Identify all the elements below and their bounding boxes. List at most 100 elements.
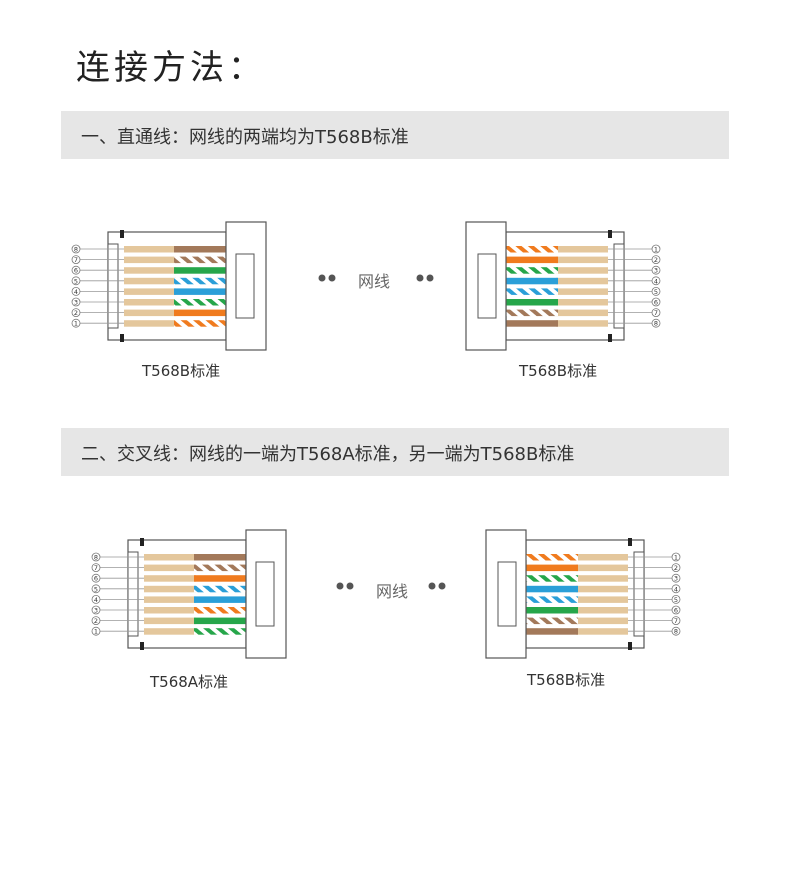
s1-right-contact-1 [556, 246, 608, 253]
s2-left-wire-brown [194, 554, 250, 561]
s1-left-pin-marker-7 [71, 308, 81, 317]
s1-left-contact-4 [124, 277, 176, 285]
s1-right-contact-2 [556, 256, 608, 264]
s2-right-pin-marker-2 [671, 563, 681, 572]
s2-right-pin-number-1: 1 [674, 554, 678, 562]
s1-right-pin-number-6: 6 [654, 299, 658, 307]
s2-left-pin-number-5: 4 [94, 596, 98, 604]
s2-left-wire-green [194, 617, 250, 625]
s2-right-pin-marker-4 [671, 584, 681, 594]
s1-right-pin-number-5: 5 [654, 288, 658, 296]
s2-left-wire-orange [194, 575, 250, 582]
s2-left-contact-2 [144, 564, 196, 572]
section-1-heading: 一、直通线：网线的两端均为T568B标准 [81, 127, 409, 148]
s1-right-pin-number-3: 3 [654, 267, 658, 275]
section-2-heading-bar: 二、交叉线：网线的一端为T568A标准，另一端为T568B标准 [61, 428, 729, 476]
s2-left-contact-8 [144, 628, 196, 635]
s2-left-pin-marker-4 [91, 584, 101, 594]
s1-right-latch [477, 253, 497, 319]
section-2-heading: 二、交叉线：网线的一端为T568A标准，另一端为T568B标准 [81, 444, 575, 465]
s2-left-boot [245, 529, 287, 659]
s1-right-pin-marker-2 [651, 255, 661, 264]
s2-left-contact-5 [144, 596, 196, 603]
s2-right-contact-1 [576, 554, 628, 561]
s1-right-pin-marker-1 [651, 244, 661, 254]
s1-right-pin-number-4: 4 [654, 277, 658, 285]
s2-right-wire-brown [522, 628, 578, 635]
s2-left-pin-marker-6 [91, 605, 101, 615]
s2-right-contact-top [628, 538, 632, 546]
s1-left-plug-nose [107, 243, 119, 329]
s2-right-pin-number-6: 6 [674, 607, 678, 615]
s1-right-wire-green [502, 299, 558, 306]
s1-right-pin-marker-6 [651, 297, 661, 307]
s2-left-latch [255, 561, 275, 627]
s2-right-wire-white-green [522, 575, 578, 582]
s2-left-pin-marker-8 [91, 626, 101, 636]
s1-left-pin-number-5: 4 [74, 288, 78, 296]
s2-right-pin-number-3: 3 [674, 575, 678, 583]
s2-right-contact-2 [576, 564, 628, 572]
s1-left-pin-marker-2 [71, 255, 81, 264]
s2-right-wire-orange [522, 564, 578, 572]
s2-left-pin-number-1: 8 [94, 554, 98, 562]
s1-left-pin-number-3: 6 [74, 267, 78, 275]
s2-right-pin-number-5: 5 [674, 596, 678, 604]
s2-left-pin-number-8: 1 [94, 628, 98, 636]
s1-left-pin-marker-8 [71, 318, 81, 328]
section-1-heading-bar: 一、直通线：网线的两端均为T568B标准 [61, 111, 729, 159]
s2-right-wire-white-blue [522, 596, 578, 603]
s1-right-pin-marker-4 [651, 276, 661, 286]
s1-left-pin-number-6: 3 [74, 299, 78, 307]
s2-left-wire-white-brown [194, 564, 250, 572]
s1-left-wire-white-orange [174, 320, 230, 327]
s1-left-contact-1 [124, 246, 176, 253]
s2-left-wire-blue [194, 596, 250, 603]
s1-right-pin-number-8: 8 [654, 320, 658, 328]
s1-right-contact-3 [556, 267, 608, 274]
s2-right-contact-6 [576, 607, 628, 614]
s2-left-wire-white-orange [194, 607, 250, 614]
s1-left-wire-blue [174, 288, 230, 295]
s2-left-pin-number-3: 6 [94, 575, 98, 583]
s1-right-contact-8 [556, 320, 608, 327]
s2-left-pin-number-4: 5 [94, 585, 98, 593]
s1-left-contact-3 [124, 267, 176, 274]
s2-right-pin-number-4: 4 [674, 585, 678, 593]
s2-left-pin-marker-5 [91, 595, 101, 604]
s2-left-contact-6 [144, 607, 196, 614]
section-2-center-dots [336, 582, 446, 590]
s2-right-wire-blue [522, 585, 578, 593]
s1-right-pin-marker-5 [651, 287, 661, 296]
s2-right-pin-marker-5 [671, 595, 681, 604]
s2-right-pin-number-2: 2 [674, 564, 678, 572]
section-2-center-label: 网线 [376, 582, 409, 601]
section-2-left-label: T568A标准 [150, 673, 229, 691]
section-1-center-dots [318, 274, 434, 282]
s1-right-contact-top [608, 230, 612, 238]
s2-left-wire-white-blue [194, 585, 250, 593]
s1-left-contact-bottom [120, 334, 124, 342]
s2-right-pin-number-7: 7 [674, 617, 678, 625]
s2-right-contact-5 [576, 596, 628, 603]
s2-right-latch [497, 561, 517, 627]
s2-right-contact-8 [576, 628, 628, 635]
s1-left-pin-number-4: 5 [74, 277, 78, 285]
s1-right-pin-number-2: 2 [654, 256, 658, 264]
s2-right-plug-nose [633, 551, 645, 637]
s2-left-contact-3 [144, 575, 196, 582]
section-2-right-label: T568B标准 [527, 671, 606, 689]
s2-right-wire-green [522, 607, 578, 614]
s1-right-wire-blue [502, 277, 558, 285]
s2-right-contact-bottom [628, 642, 632, 650]
s1-left-contact-2 [124, 256, 176, 264]
s1-right-contact-4 [556, 277, 608, 285]
s1-left-latch [235, 253, 255, 319]
s1-left-contact-8 [124, 320, 176, 327]
